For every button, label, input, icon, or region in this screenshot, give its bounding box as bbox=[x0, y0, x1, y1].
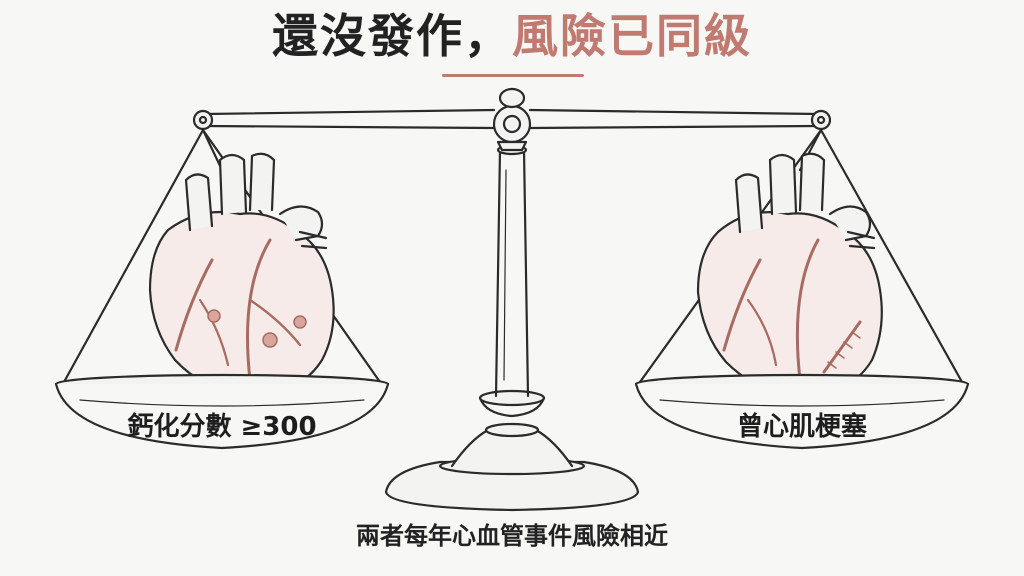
right-pan-label: 曾心肌梗塞 bbox=[736, 412, 867, 442]
title-part1: 還沒發作， bbox=[272, 9, 512, 63]
scale-pillar bbox=[494, 144, 530, 398]
scale-beam bbox=[192, 87, 832, 152]
left-heart-icon bbox=[148, 152, 335, 397]
left-pan-label: 鈣化分數 ≥300 bbox=[127, 412, 317, 442]
title-underline bbox=[442, 74, 584, 77]
left-pan bbox=[54, 373, 390, 450]
page-title: 還沒發作，風險已同級 bbox=[0, 6, 1024, 66]
title-part2: 風險已同級 bbox=[512, 9, 752, 63]
scale-base bbox=[384, 389, 640, 512]
right-pan bbox=[634, 373, 970, 450]
caption: 兩者每年心血管事件風險相近 bbox=[356, 522, 668, 550]
right-heart-icon bbox=[696, 152, 883, 398]
